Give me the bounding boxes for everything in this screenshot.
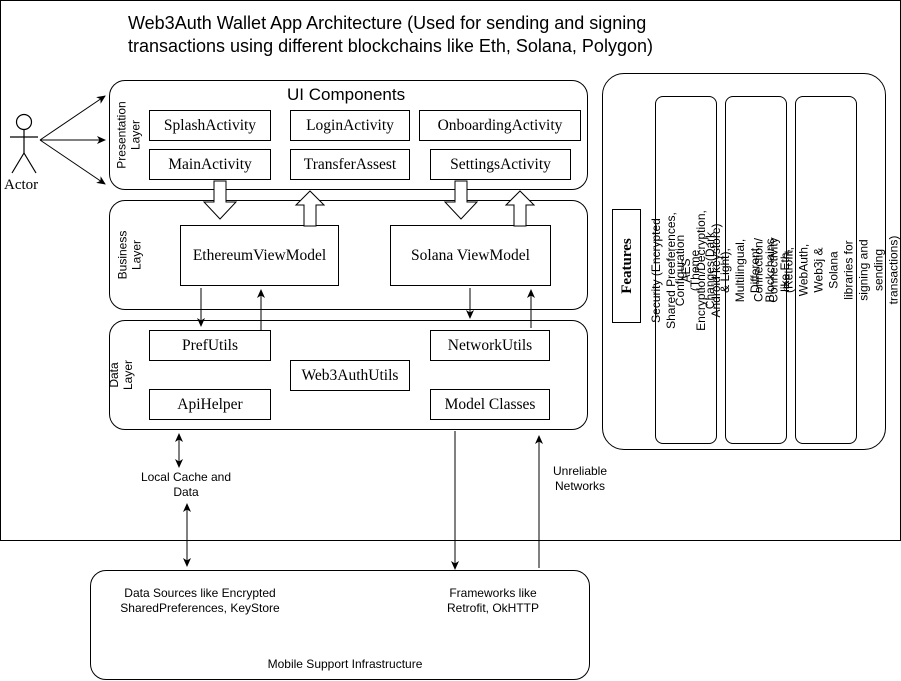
pref-utils: PrefUtils	[149, 330, 271, 361]
infrastructure-caption: Mobile Support Infrastructure	[267, 657, 423, 671]
diagram-title-line-2: transactions using different blockchains…	[128, 36, 653, 56]
features-title-box	[612, 209, 641, 323]
diagram-title: Web3Auth Wallet App Architecture (Used f…	[128, 12, 828, 58]
web3auth-utils: Web3AuthUtils	[290, 360, 410, 391]
actor-icon	[10, 113, 38, 174]
settings-activity: SettingsActivity	[430, 149, 571, 180]
local-cache-label: Local Cache and Data	[128, 470, 244, 500]
presentation-layer-label: Presentation Layer	[115, 101, 144, 169]
features-title: Features	[618, 238, 635, 294]
ethereum-viewmodel: EthereumViewModel	[180, 225, 339, 286]
ui-components-heading: UI Components	[287, 85, 406, 104]
feature-connectivity-box	[795, 96, 857, 444]
feature-configuration-box	[725, 96, 787, 444]
transfer-asset-activity: TransferAssest	[290, 149, 410, 180]
actor-label: Actor	[4, 177, 39, 193]
business-layer-label: Business Layer	[115, 230, 144, 280]
main-activity: MainActivity	[149, 149, 271, 180]
feature-security-box	[655, 96, 717, 444]
api-helper: ApiHelper	[149, 389, 271, 420]
data-sources-text: Data Sources like Encrypted SharedPrefer…	[120, 586, 280, 615]
onboarding-activity: OnboardingActivity	[419, 110, 581, 141]
feature-connectivity: Connection/ Connectivity (Retrofit, WebA…	[751, 235, 900, 305]
login-activity: LoginActivity	[290, 110, 410, 141]
mobile-support-infrastructure	[90, 570, 590, 680]
model-classes: Model Classes	[430, 389, 550, 420]
solana-viewmodel: Solana ViewModel	[390, 225, 551, 286]
unreliable-networks-label: Unreliable Networks	[552, 464, 608, 493]
network-utils: NetworkUtils	[430, 330, 550, 361]
frameworks-text: Frameworks like Retrofit, OkHTTP	[446, 586, 539, 615]
diagram-title-line-1: Web3Auth Wallet App Architecture (Used f…	[128, 13, 647, 33]
splash-activity: SplashActivity	[149, 110, 271, 141]
data-layer-label: Data Layer	[107, 359, 136, 391]
